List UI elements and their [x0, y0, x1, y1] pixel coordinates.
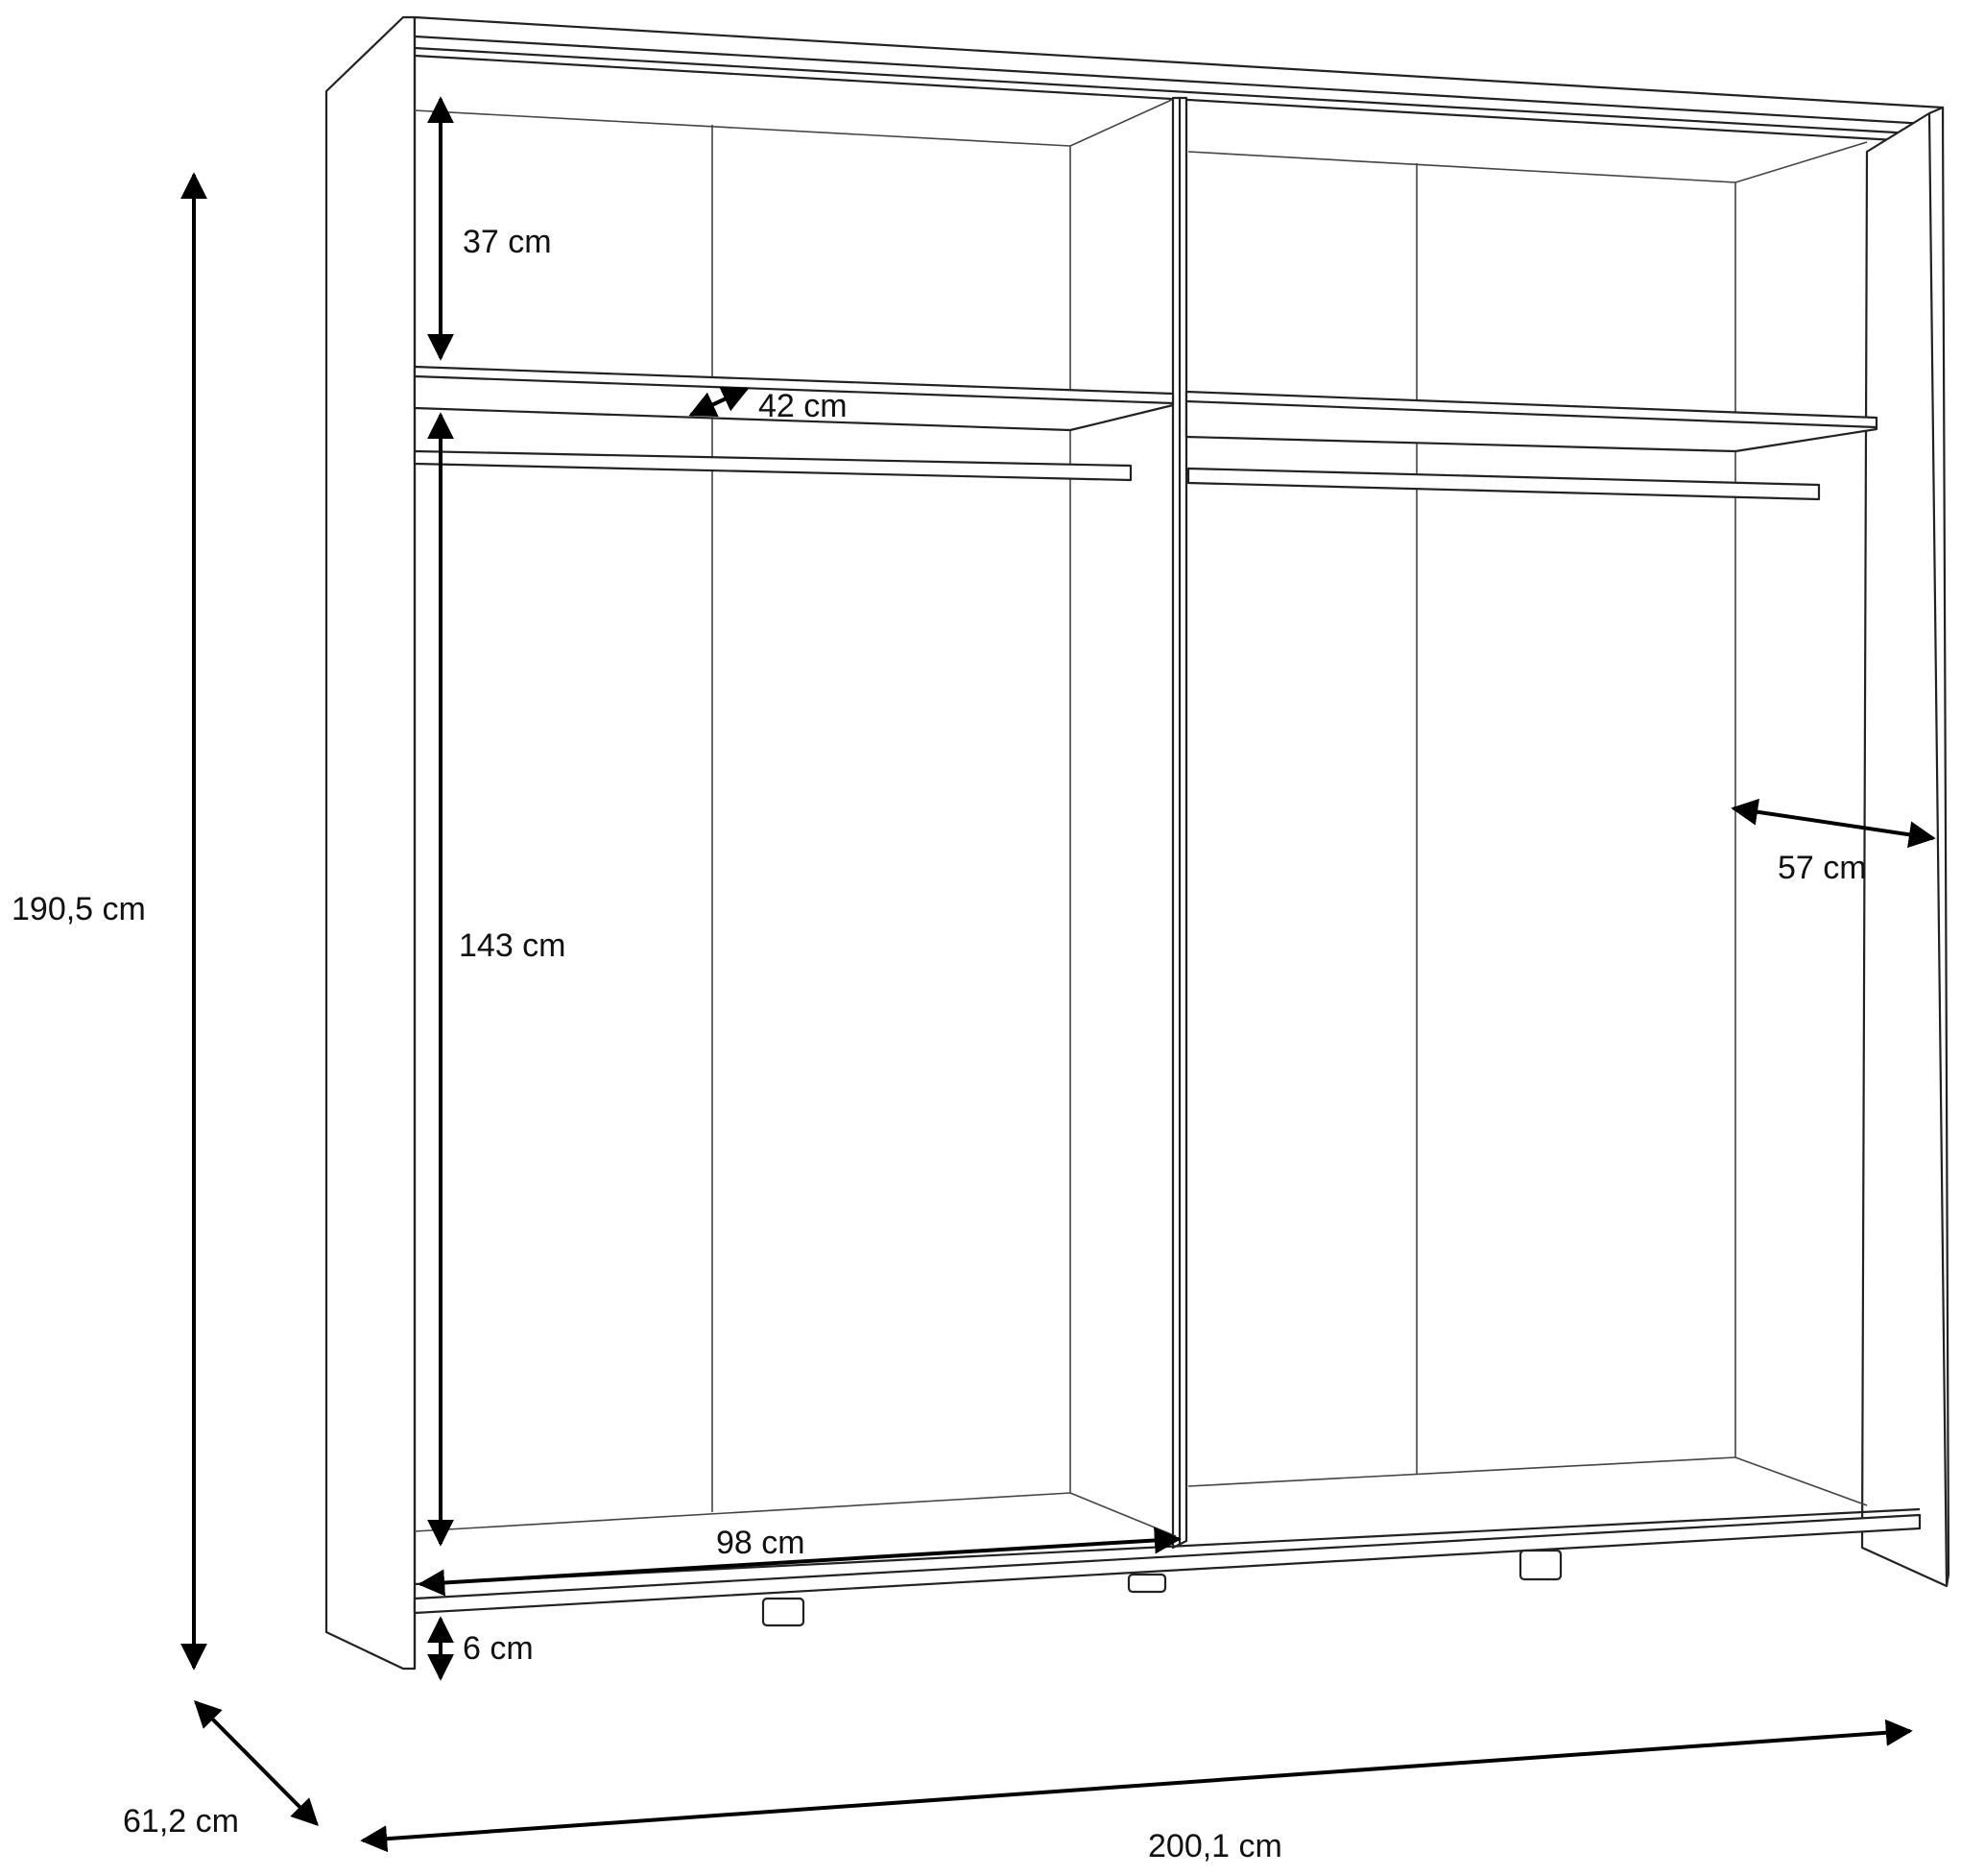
- total-width-arrow: [360, 1719, 1913, 1853]
- right-hanging-rail: [1186, 467, 1821, 501]
- dimension-arrows: [180, 96, 1936, 1853]
- compartment-width-arrow: [418, 1527, 1182, 1597]
- right-shelf: [1184, 390, 1878, 453]
- compartment-width-label: 98 cm: [716, 1525, 805, 1561]
- base-plinth: [413, 1513, 1922, 1615]
- inner-depth-arrow: [1731, 798, 1936, 849]
- right-side-panel: [1860, 106, 1950, 1588]
- depth-label: 61,2 cm: [123, 1803, 239, 1840]
- foot-left: [761, 1597, 805, 1627]
- wardrobe-body: [324, 15, 1950, 1671]
- left-hanging-rail: [413, 449, 1133, 482]
- top-compartment-label: 37 cm: [463, 224, 552, 260]
- total-width-label: 200,1 cm: [1148, 1828, 1282, 1864]
- left-side-panel: [324, 15, 417, 1671]
- shelf-depth-arrow: [688, 386, 750, 418]
- total-height-label: 190,5 cm: [12, 891, 146, 927]
- foot-right: [1519, 1549, 1563, 1581]
- plinth-height-label: 6 cm: [463, 1630, 534, 1667]
- foot-middle: [1127, 1573, 1167, 1594]
- shelf-depth-label: 42 cm: [758, 388, 848, 424]
- depth-arrow: [194, 1700, 319, 1826]
- inner-depth-label: 57 cm: [1778, 850, 1867, 886]
- hanging-height-label: 143 cm: [459, 927, 566, 964]
